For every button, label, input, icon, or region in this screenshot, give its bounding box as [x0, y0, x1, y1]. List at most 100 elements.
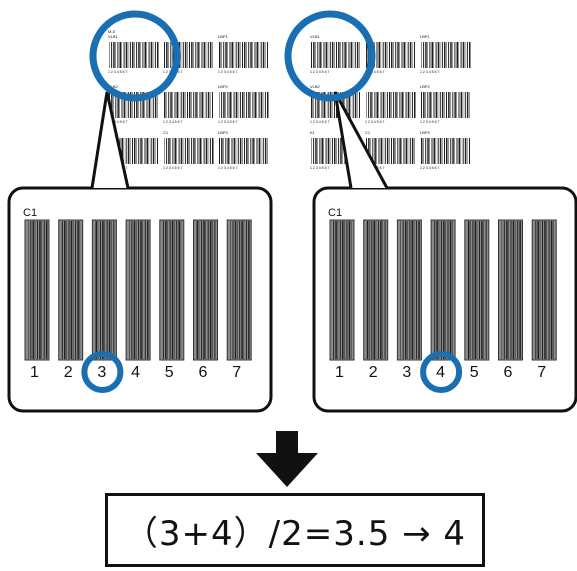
pattern-line	[329, 42, 331, 68]
pattern-line	[539, 221, 541, 359]
pattern-line	[121, 138, 123, 164]
thumbnail-highlight-circle	[89, 10, 181, 102]
pattern-line	[123, 138, 125, 164]
pattern-line	[401, 138, 402, 164]
pattern-line	[189, 92, 191, 118]
pattern-line	[321, 42, 322, 68]
pattern-line	[446, 138, 448, 164]
pattern-line	[429, 92, 431, 118]
pattern-line	[354, 92, 357, 118]
pattern-line	[227, 138, 229, 164]
pattern-line	[248, 92, 250, 118]
pattern-line	[267, 42, 268, 68]
pattern-line	[189, 138, 190, 164]
pattern-line	[164, 92, 166, 118]
pattern-line	[334, 42, 335, 68]
pattern-line	[469, 92, 470, 118]
pattern-line	[311, 138, 312, 164]
pattern-line	[474, 221, 477, 359]
pattern-line	[427, 138, 429, 164]
pattern-line	[239, 138, 242, 164]
pattern-line	[446, 42, 447, 68]
pattern-line	[431, 138, 433, 164]
pattern-line	[327, 92, 329, 118]
pattern-line	[366, 221, 369, 359]
pattern-line	[435, 138, 437, 164]
pattern-line	[113, 221, 115, 359]
pattern-line	[176, 92, 178, 118]
pattern-line	[168, 92, 170, 118]
pattern-line	[193, 138, 195, 164]
pattern-line	[356, 92, 358, 118]
pattern-line	[205, 92, 207, 118]
pattern-line	[325, 92, 327, 118]
pattern-line	[219, 92, 220, 118]
pattern-line	[129, 221, 130, 359]
pattern-line	[411, 221, 414, 359]
pattern-line	[142, 221, 143, 359]
pattern-line	[225, 42, 227, 68]
pattern-line	[140, 92, 142, 118]
block-label: LBP3	[420, 130, 431, 135]
pattern-line	[407, 221, 408, 359]
pattern-line	[405, 138, 408, 164]
pattern-line	[245, 221, 247, 359]
pattern-line	[134, 42, 135, 68]
pattern-number: 5	[470, 364, 479, 381]
block-numbers: 1 2 3 4 5 6 7	[108, 120, 128, 124]
pattern-line	[462, 92, 464, 118]
pattern-line	[342, 221, 344, 359]
pattern-line	[111, 42, 113, 68]
pattern-line	[207, 42, 209, 68]
pattern-line	[180, 138, 183, 164]
pattern-line	[234, 221, 237, 359]
pattern-line	[344, 42, 346, 68]
pattern-line	[203, 42, 206, 68]
pattern-line	[233, 92, 235, 118]
pattern-line	[393, 92, 395, 118]
block-label: VLB1	[108, 34, 119, 39]
pattern-line	[233, 138, 236, 164]
pattern-line	[246, 42, 247, 68]
block-label: VLB2	[310, 84, 321, 89]
pattern-line	[203, 138, 205, 164]
pattern-line	[382, 92, 385, 118]
pattern-line	[146, 138, 148, 164]
pattern-line	[393, 42, 394, 68]
pattern-line	[212, 92, 213, 118]
pattern-line	[311, 92, 313, 118]
pattern-number: 6	[504, 364, 513, 381]
pattern-line	[389, 92, 391, 118]
pattern-line	[262, 42, 265, 68]
pattern-line	[329, 92, 332, 118]
pattern-line	[348, 42, 350, 68]
pattern-line	[231, 42, 233, 68]
pattern-line	[146, 42, 147, 68]
pattern-line	[264, 138, 267, 164]
pattern-line	[421, 138, 423, 164]
pattern-line	[184, 92, 186, 118]
block-numbers: 1 2 3 4 5 6 7	[420, 120, 440, 124]
pattern-line	[68, 221, 70, 359]
pattern-line	[464, 138, 467, 164]
pattern-line	[460, 92, 463, 118]
pattern-line	[423, 138, 424, 164]
pattern-line	[319, 92, 320, 118]
pattern-line	[150, 42, 153, 68]
pattern-line	[375, 221, 377, 359]
pattern-line	[162, 221, 164, 359]
pattern-line	[144, 138, 146, 164]
pattern-line	[117, 92, 119, 118]
pattern-line	[391, 42, 393, 68]
pattern-line	[395, 92, 397, 118]
pattern-line	[180, 221, 182, 359]
pattern-line	[256, 42, 258, 68]
pattern-line	[460, 42, 462, 68]
pattern-line	[191, 42, 193, 68]
pattern-line	[329, 138, 331, 164]
pattern-line	[327, 138, 330, 164]
block-label: LBP2	[218, 84, 229, 89]
pattern-line	[337, 221, 339, 359]
